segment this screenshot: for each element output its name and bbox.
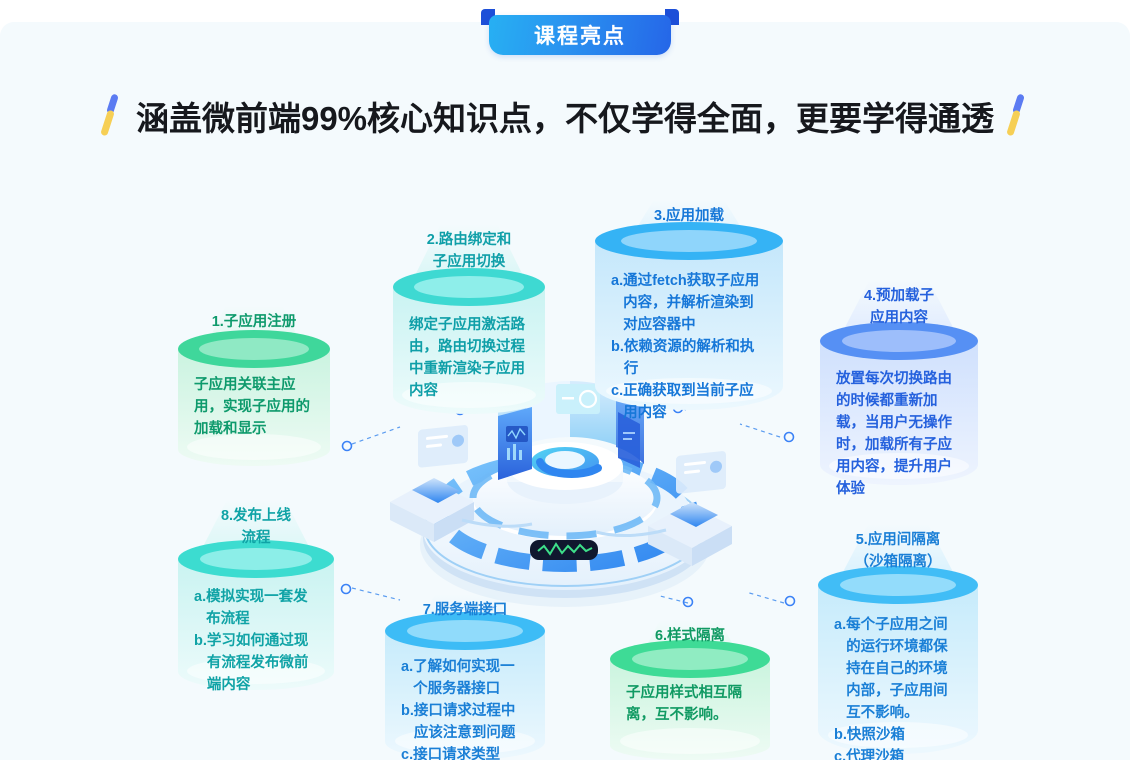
card-title: 3.应用加载 — [653, 208, 725, 224]
line-text: 了解如何实现一个服务器接口 — [413, 659, 515, 698]
cylinder-base — [187, 434, 321, 460]
card-cylinder — [178, 540, 334, 690]
card-body: a. 模拟实现一套发布流程 b. 学习如何通过现有流程发布微前端内容 — [178, 586, 334, 696]
card-line: 子应用样式相互隔离，互不影响。 — [626, 685, 742, 724]
cylinder-lid-inner — [632, 648, 748, 670]
cylinder-lid-inner — [842, 330, 956, 352]
card-title: 5.应用间隔离 （沙箱隔离） — [854, 532, 942, 570]
card-1: 1.子应用注册 子应用关联主应用，实现子应用的加载和显示 — [178, 306, 330, 466]
line-text: 每个子应用之间的运行环境都保持在自己的环境内部，子应用间互不影响。 — [846, 617, 948, 722]
line-marker: c. — [611, 383, 624, 400]
line-text: 快照沙箱 — [846, 727, 905, 744]
line-marker: c. — [401, 747, 414, 760]
cylinder-base — [829, 453, 969, 479]
card-4: 4.预加载子 应用内容 放置每次切换路由的时候都重新加载，当用户无操作时，加载所… — [820, 280, 978, 497]
banner-label: 课程亮点 — [534, 25, 626, 48]
line-marker: b. — [401, 703, 414, 720]
card-body: 子应用关联主应用，实现子应用的加载和显示 — [178, 374, 330, 440]
card-8: 8.发布上线 流程 a. 模拟实现一套发布流程 b. 学习如何通过现有流程发布微… — [178, 500, 334, 693]
card-line: b. 接口请求过程中应该注意到问题 — [401, 700, 529, 744]
line-text: 正确获取到当前子应用内容 — [623, 383, 754, 422]
card-cylinder — [385, 612, 545, 760]
card-title: 2.路由绑定和 子应用切换 — [426, 232, 512, 270]
card-cylinder — [393, 268, 545, 414]
card-body: a. 了解如何实现一个服务器接口 b. 接口请求过程中应该注意到问题 c. 接口… — [385, 656, 545, 760]
line-marker: a. — [611, 273, 624, 289]
card-cylinder — [818, 566, 978, 754]
card-line: a. 通过fetch获取子应用内容，并解析渲染到对应容器中 — [611, 270, 767, 336]
line-marker: c. — [834, 749, 847, 760]
card-body: 子应用样式相互隔离，互不影响。 — [610, 682, 770, 726]
card-line: c. 接口请求类型 — [401, 744, 529, 760]
card-2: 2.路由绑定和 子应用切换 绑定子应用激活路由，路由切换过程中重新渲染子应用内容 — [393, 224, 545, 414]
line-marker: a. — [401, 659, 414, 675]
cylinder-lid-inner — [840, 574, 956, 596]
card-cylinder — [820, 322, 978, 485]
cylinder-base — [402, 382, 536, 408]
card-title: 6.样式隔离 — [654, 628, 726, 644]
cylinder-base — [394, 728, 536, 754]
central-illustration — [370, 370, 760, 620]
line-text: 代理沙箱 — [846, 749, 905, 760]
page-title: 涵盖微前端99%核心知识点，不仅学得全面，更要学得通透 — [135, 100, 995, 137]
card-line: a. 了解如何实现一个服务器接口 — [401, 656, 529, 700]
card-title: 4.预加载子 应用内容 — [863, 288, 935, 326]
card-body: a. 通过fetch获取子应用内容，并解析渲染到对应容器中 b. 依赖资源的解析… — [595, 270, 783, 424]
headline-row: 涵盖微前端99%核心知识点，不仅学得全面，更要学得通透 — [0, 92, 1130, 140]
card-line: a. 每个子应用之间的运行环境都保持在自己的环境内部，子应用间互不影响。 — [834, 614, 962, 724]
cylinder-lid-inner — [199, 338, 309, 360]
section-banner: 课程亮点 — [481, 9, 679, 55]
card-line: a. 模拟实现一套发布流程 — [194, 586, 318, 630]
line-marker: b. — [834, 727, 847, 744]
card-title: 7.服务端接口 — [422, 602, 508, 618]
cylinder-base — [827, 722, 969, 748]
card-5: 5.应用间隔离 （沙箱隔离） a. 每个子应用之间的运行环境都保持在自己的环境内… — [818, 524, 978, 760]
card-cylinder — [610, 640, 770, 760]
line-text: 学习如何通过现有流程发布微前端内容 — [206, 633, 309, 694]
card-title: 1.子应用注册 — [211, 314, 297, 330]
card-6: 6.样式隔离 子应用样式相互隔离，互不影响。 — [610, 620, 770, 760]
cylinder-base — [619, 728, 761, 754]
card-line: b. 依赖资源的解析和执行 — [611, 336, 767, 380]
card-line: b. 快照沙箱 — [834, 724, 962, 746]
card-body: 绑定子应用激活路由，路由切换过程中重新渲染子应用内容 — [393, 314, 545, 402]
cylinder-lid-inner — [199, 548, 313, 570]
card-cylinder — [595, 222, 783, 410]
line-text: 接口请求过程中应该注意到问题 — [413, 703, 516, 742]
cylinder-lid-inner — [407, 620, 523, 642]
card-line: b. 学习如何通过现有流程发布微前端内容 — [194, 630, 318, 696]
card-3: 3.应用加载 a. 通过fetch获取子应用内容，并解析渲染到对应容器中 b. … — [595, 200, 783, 421]
card-line: c. 正确获取到当前子应用内容 — [611, 380, 767, 424]
line-text: 通过fetch获取子应用内容，并解析渲染到对应容器中 — [623, 273, 760, 334]
line-text: 模拟实现一套发布流程 — [206, 589, 308, 628]
card-line: 放置每次切换路由的时候都重新加载，当用户无操作时，加载所有子应用内容，提升用户体… — [836, 371, 952, 498]
line-marker: a. — [194, 589, 207, 605]
card-line: c. 代理沙箱 — [834, 746, 962, 760]
line-text: 依赖资源的解析和执行 — [623, 339, 755, 378]
card-cylinder — [178, 330, 330, 466]
card-line: 绑定子应用激活路由，路由切换过程中重新渲染子应用内容 — [409, 317, 525, 400]
cylinder-lid-inner — [621, 230, 757, 252]
card-body: a. 每个子应用之间的运行环境都保持在自己的环境内部，子应用间互不影响。 b. … — [818, 614, 978, 760]
cylinder-base — [606, 378, 772, 404]
line-marker: a. — [834, 617, 847, 633]
line-marker: b. — [611, 339, 624, 356]
line-text: 接口请求类型 — [413, 747, 501, 760]
line-marker: b. — [194, 633, 207, 650]
ribbon-body: 课程亮点 — [489, 15, 671, 55]
card-body: 放置每次切换路由的时候都重新加载，当用户无操作时，加载所有子应用内容，提升用户体… — [820, 368, 978, 500]
card-line: 子应用关联主应用，实现子应用的加载和显示 — [194, 377, 310, 438]
card-title: 8.发布上线 流程 — [220, 508, 292, 546]
cylinder-lid-inner — [414, 276, 524, 298]
cylinder-base — [187, 658, 325, 684]
card-7: 7.服务端接口 a. 了解如何实现一个服务器接口 b. 接口请求过程中应该注意到… — [385, 594, 545, 760]
